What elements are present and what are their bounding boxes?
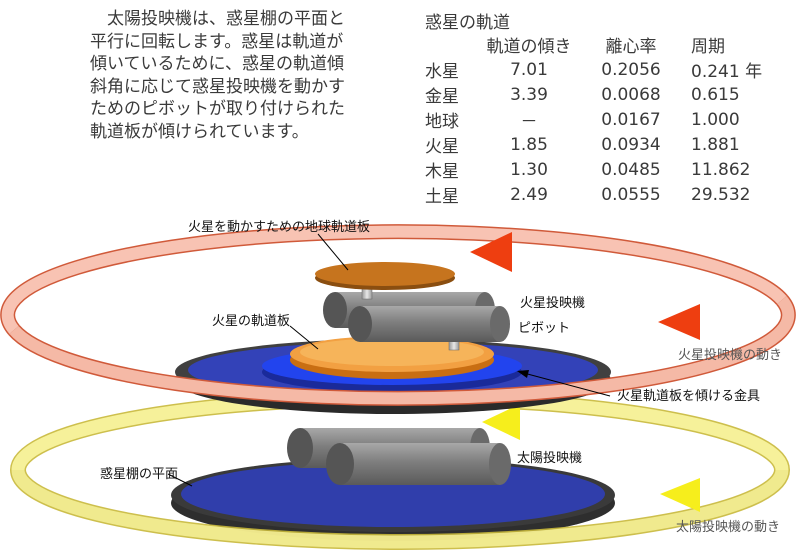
leader-mars-orbit-plate	[289, 325, 319, 350]
earth-orbit-plate	[315, 262, 455, 286]
table-cell: 1.881	[691, 134, 740, 155]
table-cell: 29.532	[691, 184, 751, 205]
table-cell: 水星	[425, 62, 459, 82]
label-earth-plate: 火星を動かすための地球軌道板	[188, 219, 370, 235]
mars-motion-ring-back-fill	[1, 225, 787, 334]
table-cell: 0.2056	[601, 59, 661, 80]
paragraph-line: 軌道板が傾けられています。	[90, 121, 309, 142]
table-cell: 地球	[425, 112, 459, 132]
label-pivot: ピボット	[518, 321, 570, 336]
table-cell: 11.862	[691, 159, 751, 180]
mars-projector	[323, 292, 510, 342]
mars-orbit-plate-highlight	[300, 338, 484, 366]
leader-shelf-plane	[167, 473, 193, 487]
paragraph-line: 傾いているために、惑星の軌道傾	[90, 54, 344, 74]
table-cell: 0.615	[691, 84, 740, 105]
mars-motion-arrow-right	[658, 304, 700, 340]
table-cell: 金星	[425, 87, 459, 107]
label-sun-projector: 太陽投映機	[517, 450, 582, 466]
label-mars-motion: 火星投映機の動き	[678, 347, 782, 363]
label-shelf-plane: 惑星棚の平面	[100, 466, 178, 482]
leader-bracket-arrowhead	[517, 370, 529, 378]
mars-motion-ring-front-fill	[9, 296, 795, 405]
label-mars-orbit-plate: 火星の軌道板	[212, 313, 290, 329]
table-cell: 土星	[425, 187, 459, 207]
mars-motion-arrow-top	[470, 232, 512, 272]
table-cell: 木星	[425, 162, 459, 182]
label-mars-projector: 火星投映機	[520, 295, 585, 311]
table-header: 周期	[691, 37, 725, 57]
sun-motion-ring-front-fill	[11, 469, 789, 549]
table-cell: 0.0555	[601, 184, 661, 205]
paragraph-line: 斜角に応じて惑星投映機を動かす	[90, 76, 345, 97]
table-row: 火星 1.85 0.0934 1.881	[420, 132, 791, 158]
paragraph-line: 平行に回転します。惑星は軌道が	[90, 31, 344, 52]
label-bracket: 火星軌道板を傾ける金具	[617, 388, 760, 404]
table-cell: 0.0934	[601, 134, 661, 155]
table-cell: 0.0167	[601, 109, 661, 130]
table-header: 離心率	[605, 37, 657, 57]
table-row: 金星 3.39 0.0068 0.615	[420, 82, 791, 108]
table-cell: 1.30	[510, 159, 548, 180]
orbit-table: 軌道の傾き 離心率 周期 水星 7.01 0.2056 0.241 年 金星 3…	[420, 32, 791, 207]
sun-motion-arrow-right	[660, 478, 700, 512]
table-header: 軌道の傾き	[486, 37, 572, 57]
table-cell: 0.241 年	[691, 62, 763, 82]
table-row: 土星 2.49 0.0555 29.532	[420, 182, 791, 208]
table-cell: 3.39	[510, 84, 548, 105]
table-row: 木星 1.30 0.0485 11.862	[420, 157, 791, 183]
table-row: 水星 7.01 0.2056 0.241 年	[420, 57, 791, 83]
paragraph-line: 太陽投映機は、惑星棚の平面と	[90, 9, 345, 29]
table-title: 惑星の軌道	[425, 13, 510, 33]
sun-motion-arrow-top	[482, 404, 520, 440]
table-header-row: 軌道の傾き 離心率 周期	[420, 32, 791, 57]
leader-earth-plate	[317, 233, 349, 271]
table-cell: 1.000	[691, 109, 740, 130]
leader-bracket	[519, 371, 611, 397]
label-sun-motion: 太陽投映機の動き	[676, 519, 780, 535]
sun-projector	[287, 428, 511, 485]
table-cell: 7.01	[510, 59, 548, 80]
paragraph-line: ためのピボットが取り付けられた	[90, 99, 345, 119]
table-cell: 0.0485	[601, 159, 661, 180]
table-cell: －	[520, 112, 538, 132]
table-cell: 1.85	[510, 134, 548, 155]
table-cell: 2.49	[510, 184, 548, 205]
description-paragraph: 太陽投映機は、惑星棚の平面と 平行に回転します。惑星は軌道が 傾いているために、…	[90, 8, 390, 143]
table-cell: 火星	[425, 137, 459, 157]
table-cell: 0.0068	[601, 84, 661, 105]
table-row: 地球 － 0.0167 1.000	[420, 107, 791, 133]
